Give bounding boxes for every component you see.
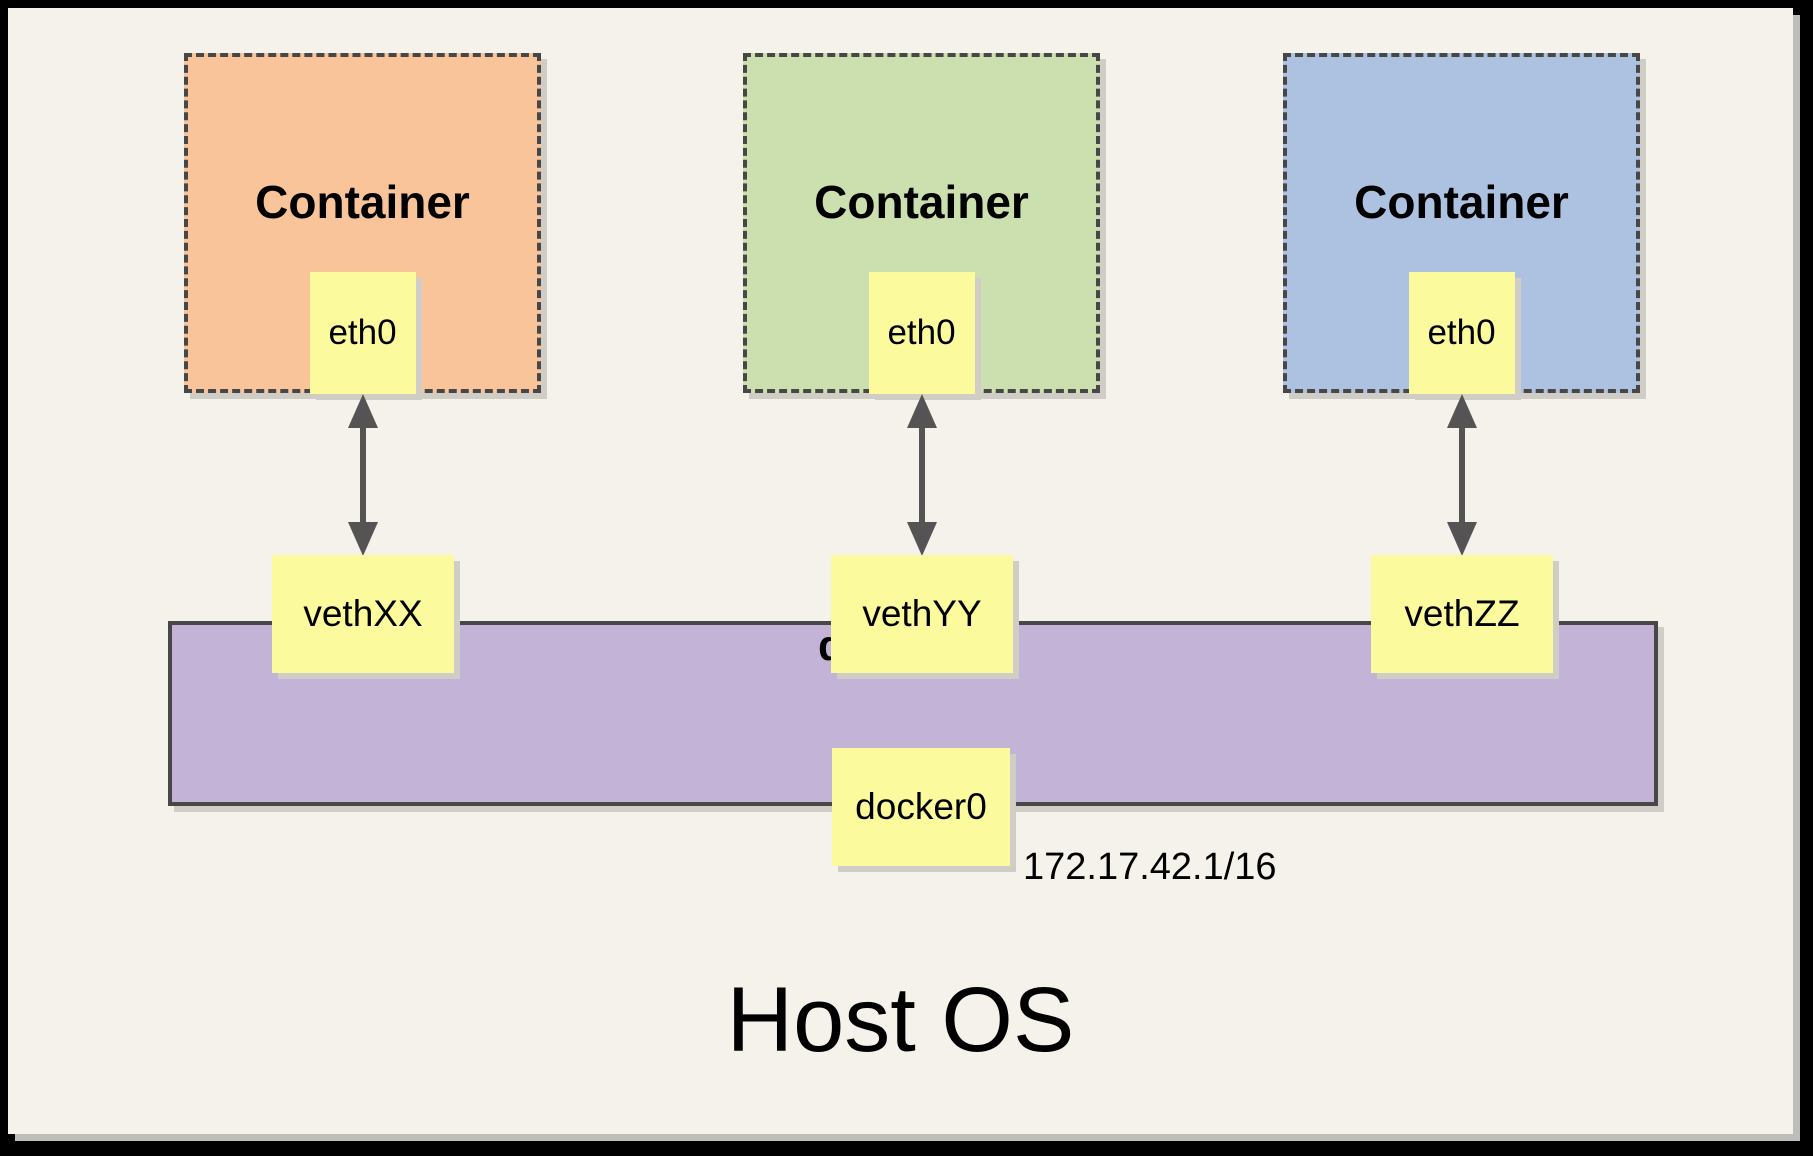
docker0-interface-label: docker0 bbox=[855, 786, 987, 827]
container-box-2: Container eth0 bbox=[743, 53, 1100, 394]
veth-box-3: vethZZ bbox=[1371, 555, 1553, 673]
veth-label-2: vethYY bbox=[862, 593, 982, 634]
container-box-1: Container eth0 bbox=[184, 53, 541, 394]
veth-label-1: vethXX bbox=[303, 593, 423, 634]
eth0-label-1: eth0 bbox=[328, 313, 397, 352]
double-arrow-icon-3 bbox=[1447, 394, 1477, 556]
docker0-interface-box: docker0 bbox=[832, 748, 1010, 866]
eth0-box-1: eth0 bbox=[309, 272, 416, 394]
bridge-ip-label: 172.17.42.1/16 bbox=[1023, 846, 1277, 888]
veth-label-3: vethZZ bbox=[1404, 593, 1520, 634]
eth0-label-3: eth0 bbox=[1427, 313, 1496, 352]
veth-box-2: vethYY bbox=[831, 555, 1013, 673]
host-canvas: Container eth0 Container eth0 Container … bbox=[8, 8, 1793, 1134]
eth0-box-3: eth0 bbox=[1408, 272, 1515, 394]
container-title-3: Container bbox=[1354, 176, 1569, 228]
eth0-label-2: eth0 bbox=[887, 313, 956, 352]
host-os-label: Host OS bbox=[726, 969, 1075, 1071]
eth0-box-2: eth0 bbox=[868, 272, 975, 394]
veth-box-1: vethXX bbox=[272, 555, 454, 673]
container-title-1: Container bbox=[255, 176, 470, 228]
container-box-3: Container eth0 bbox=[1283, 53, 1640, 394]
double-arrow-icon-1 bbox=[348, 394, 378, 556]
container-title-2: Container bbox=[814, 176, 1029, 228]
double-arrow-icon-2 bbox=[907, 394, 937, 556]
